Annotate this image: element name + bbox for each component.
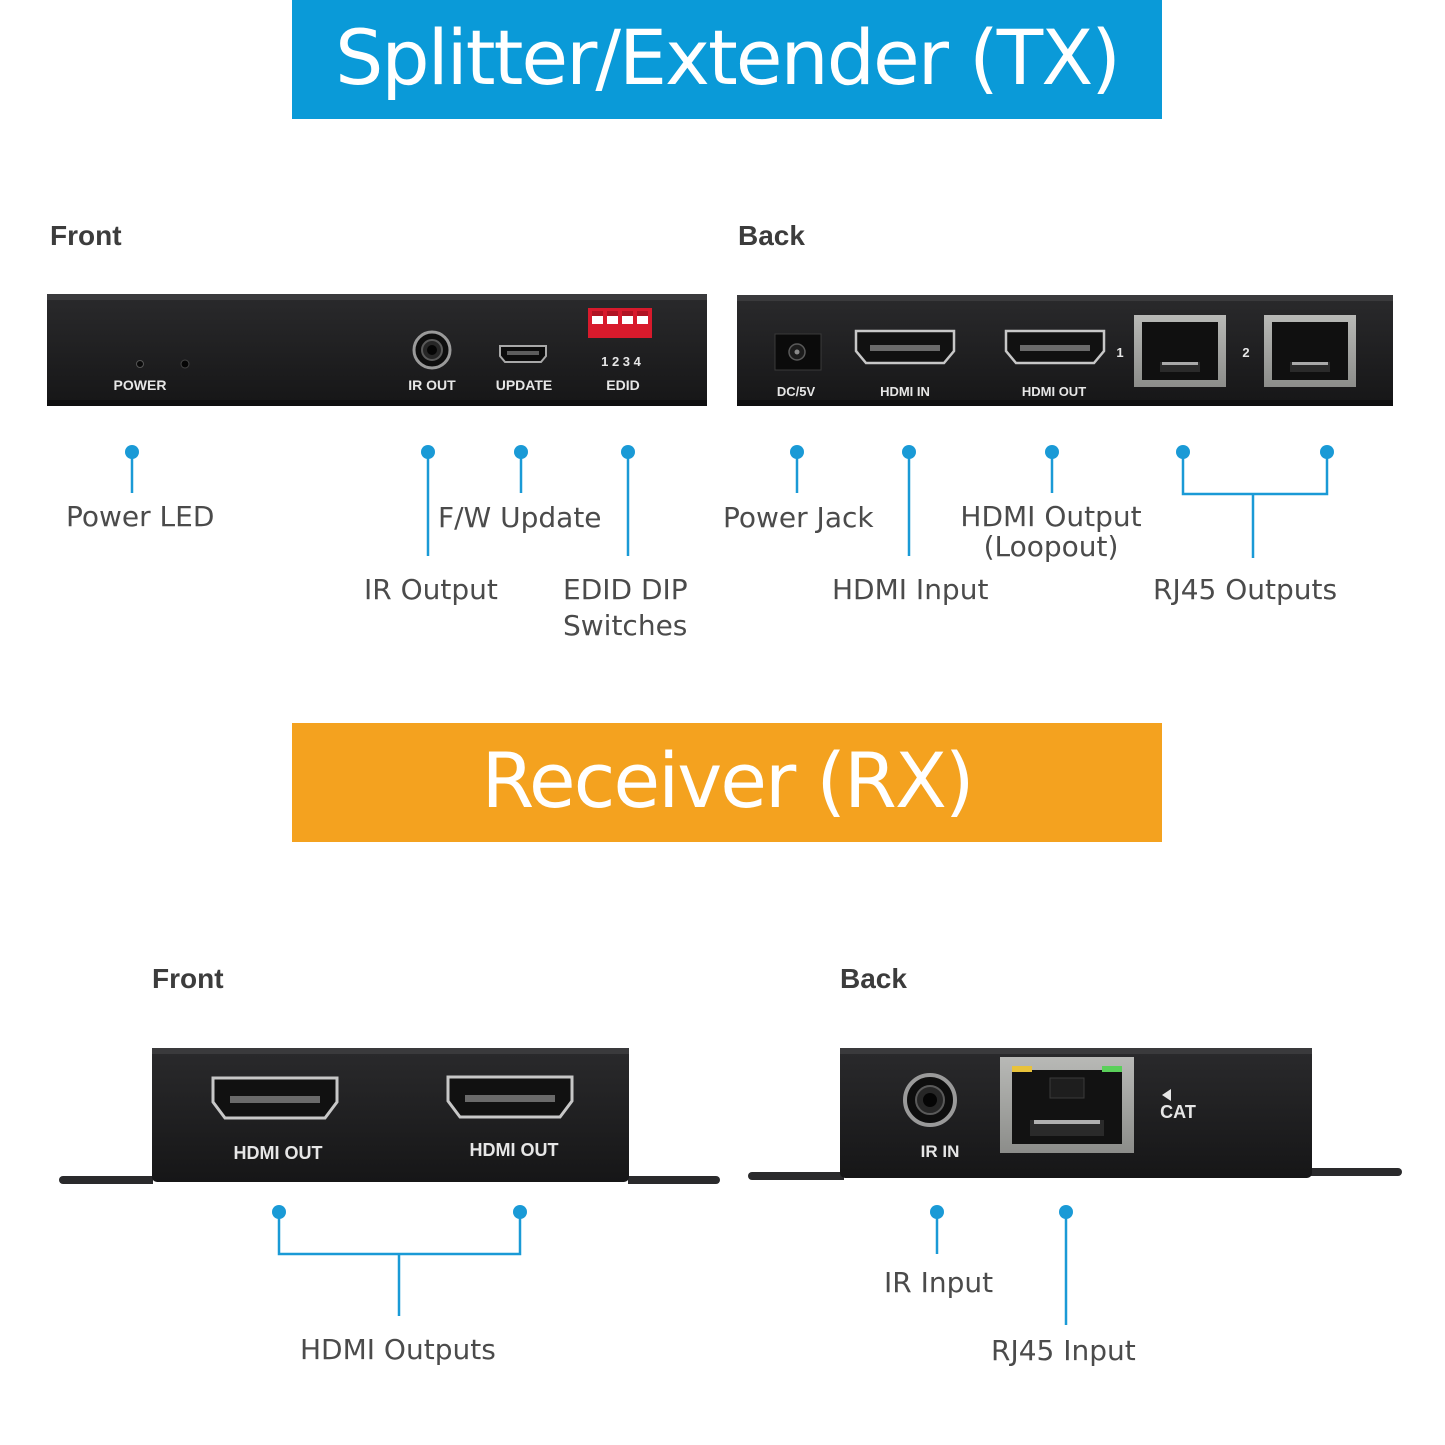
rj45-input-callout: RJ45 Input [991,1334,1136,1367]
port-1-label: 1 [1116,345,1123,360]
rj45-input-port-icon [1000,1057,1134,1153]
tx-banner: Splitter/Extender (TX) [292,0,1162,119]
dc-label: DC/5V [777,384,816,399]
hdmi-out-port-icon [1004,329,1106,365]
rj45-port-1-icon [1134,315,1226,387]
dip-switch-icon [588,308,652,338]
hdmi-outputs-callout: HDMI Outputs [300,1333,496,1366]
rx-front-heading: Front [152,963,224,994]
mini-usb-port-icon [499,345,547,363]
power-label: POWER [114,377,167,393]
edid-dip-callout-line2: Switches [563,609,688,642]
tx-back-device: DC/5V HDMI IN HDMI OUT 1 2 [737,295,1393,406]
edid-label: EDID [606,377,639,393]
power-jack-callout: Power Jack [723,501,874,534]
tx-front-device: POWER IR OUT UPDATE 1 2 3 4 EDID [47,294,707,406]
rj45-outputs-callout: RJ45 Outputs [1153,573,1338,606]
arrow-left-icon [1162,1089,1171,1101]
hdmi-out-port-2-icon [446,1075,574,1119]
dip-numbers: 1 2 3 4 [601,354,642,369]
ir-in-label: IR IN [921,1142,960,1161]
port-2-label: 2 [1242,345,1249,360]
hdmi-output-callout-line2: (Loopout) [983,530,1119,563]
hdmi-out-label: HDMI OUT [1022,384,1086,399]
rx-banner: Receiver (RX) [292,723,1162,842]
hdmi-input-callout: HDMI Input [832,573,989,606]
power-led-callout: Power LED [66,500,215,533]
power-led-icon [136,360,144,368]
rx-back-device: IR IN CAT [748,1048,1402,1180]
rx-hdmi-out-1-label: HDMI OUT [234,1143,323,1163]
ir-input-callout: IR Input [884,1266,994,1299]
ir-out-jack-icon [412,330,452,370]
tx-back-heading: Back [738,220,805,251]
ir-out-label: IR OUT [408,377,456,393]
callout-lines [125,445,1334,1325]
rj45-port-2-icon [1264,315,1356,387]
update-label: UPDATE [496,377,553,393]
hdmi-out-port-1-icon [211,1076,339,1120]
ir-output-callout: IR Output [364,573,498,606]
dc-jack-icon [774,333,822,371]
hdmi-output-callout-line1: HDMI Output [960,500,1142,533]
cat-label: CAT [1160,1102,1196,1122]
hdmi-in-port-icon [854,329,956,365]
rx-front-device: HDMI OUT HDMI OUT [59,1048,720,1184]
edid-dip-callout-line1: EDID DIP [563,573,688,606]
hdmi-in-label: HDMI IN [880,384,930,399]
fw-update-callout: F/W Update [438,501,602,534]
rx-hdmi-out-2-label: HDMI OUT [470,1140,559,1160]
led-hole-icon [180,359,190,369]
tx-front-heading: Front [50,220,122,251]
ir-in-jack-icon [903,1073,957,1127]
rx-back-heading: Back [840,963,907,994]
